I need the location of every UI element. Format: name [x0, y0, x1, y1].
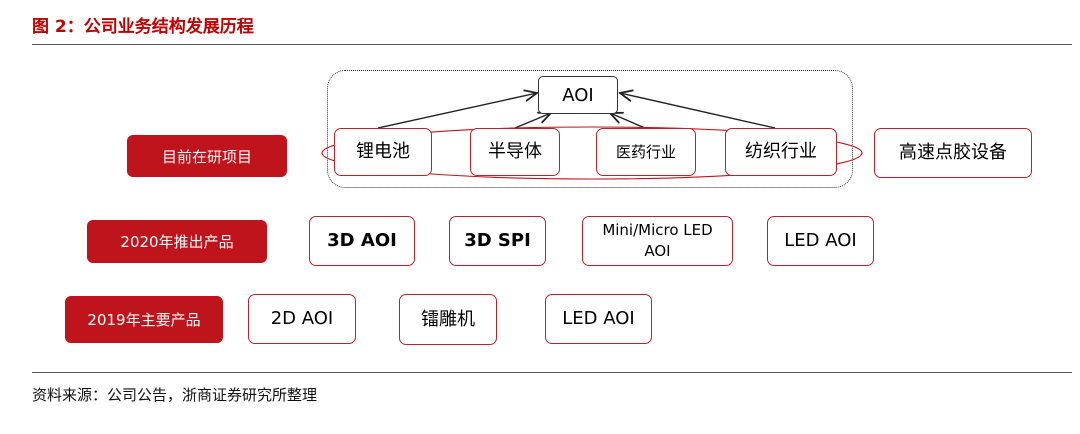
product-2019-led-aoi: LED AOI: [545, 294, 652, 344]
research-item-dispensing: 高速点胶设备: [874, 128, 1032, 178]
aoi-node: AOI: [538, 76, 618, 114]
product-2019-2d-aoi: 2D AOI: [248, 294, 356, 344]
category-current-research: 目前在研项目: [127, 135, 287, 177]
product-2020-mini-micro-led-aoi: Mini/Micro LED AOI: [582, 216, 733, 266]
product-2020-3d-aoi: 3D AOI: [309, 216, 415, 266]
research-item-lithium: 锂电池: [334, 128, 432, 176]
product-2019-laser-engraver: 镭雕机: [399, 294, 497, 345]
figure-title: 图 2：公司业务结构发展历程: [32, 17, 254, 37]
research-item-semiconductor: 半导体: [470, 128, 560, 176]
top-divider: [32, 44, 1072, 45]
research-item-textile: 纺织行业: [725, 128, 837, 176]
research-group-frame: [327, 70, 853, 188]
product-2020-3d-spi: 3D SPI: [449, 216, 546, 266]
arrow-lithium-to-aoi: [377, 93, 537, 129]
product-2020-led-aoi: LED AOI: [767, 216, 874, 266]
highlight-ellipse: [321, 126, 863, 180]
source-note: 资料来源：公司公告，浙商证券研究所整理: [32, 386, 318, 404]
arrow-pharma-to-aoi: [610, 113, 646, 129]
category-2020-products: 2020年推出产品: [87, 220, 267, 263]
bottom-divider: [32, 372, 1072, 373]
research-item-pharma: 医药行业: [596, 128, 696, 176]
arrow-semiconductor-to-aoi: [514, 113, 551, 129]
category-2019-products: 2019年主要产品: [65, 296, 223, 343]
arrow-textile-to-aoi: [620, 93, 776, 129]
